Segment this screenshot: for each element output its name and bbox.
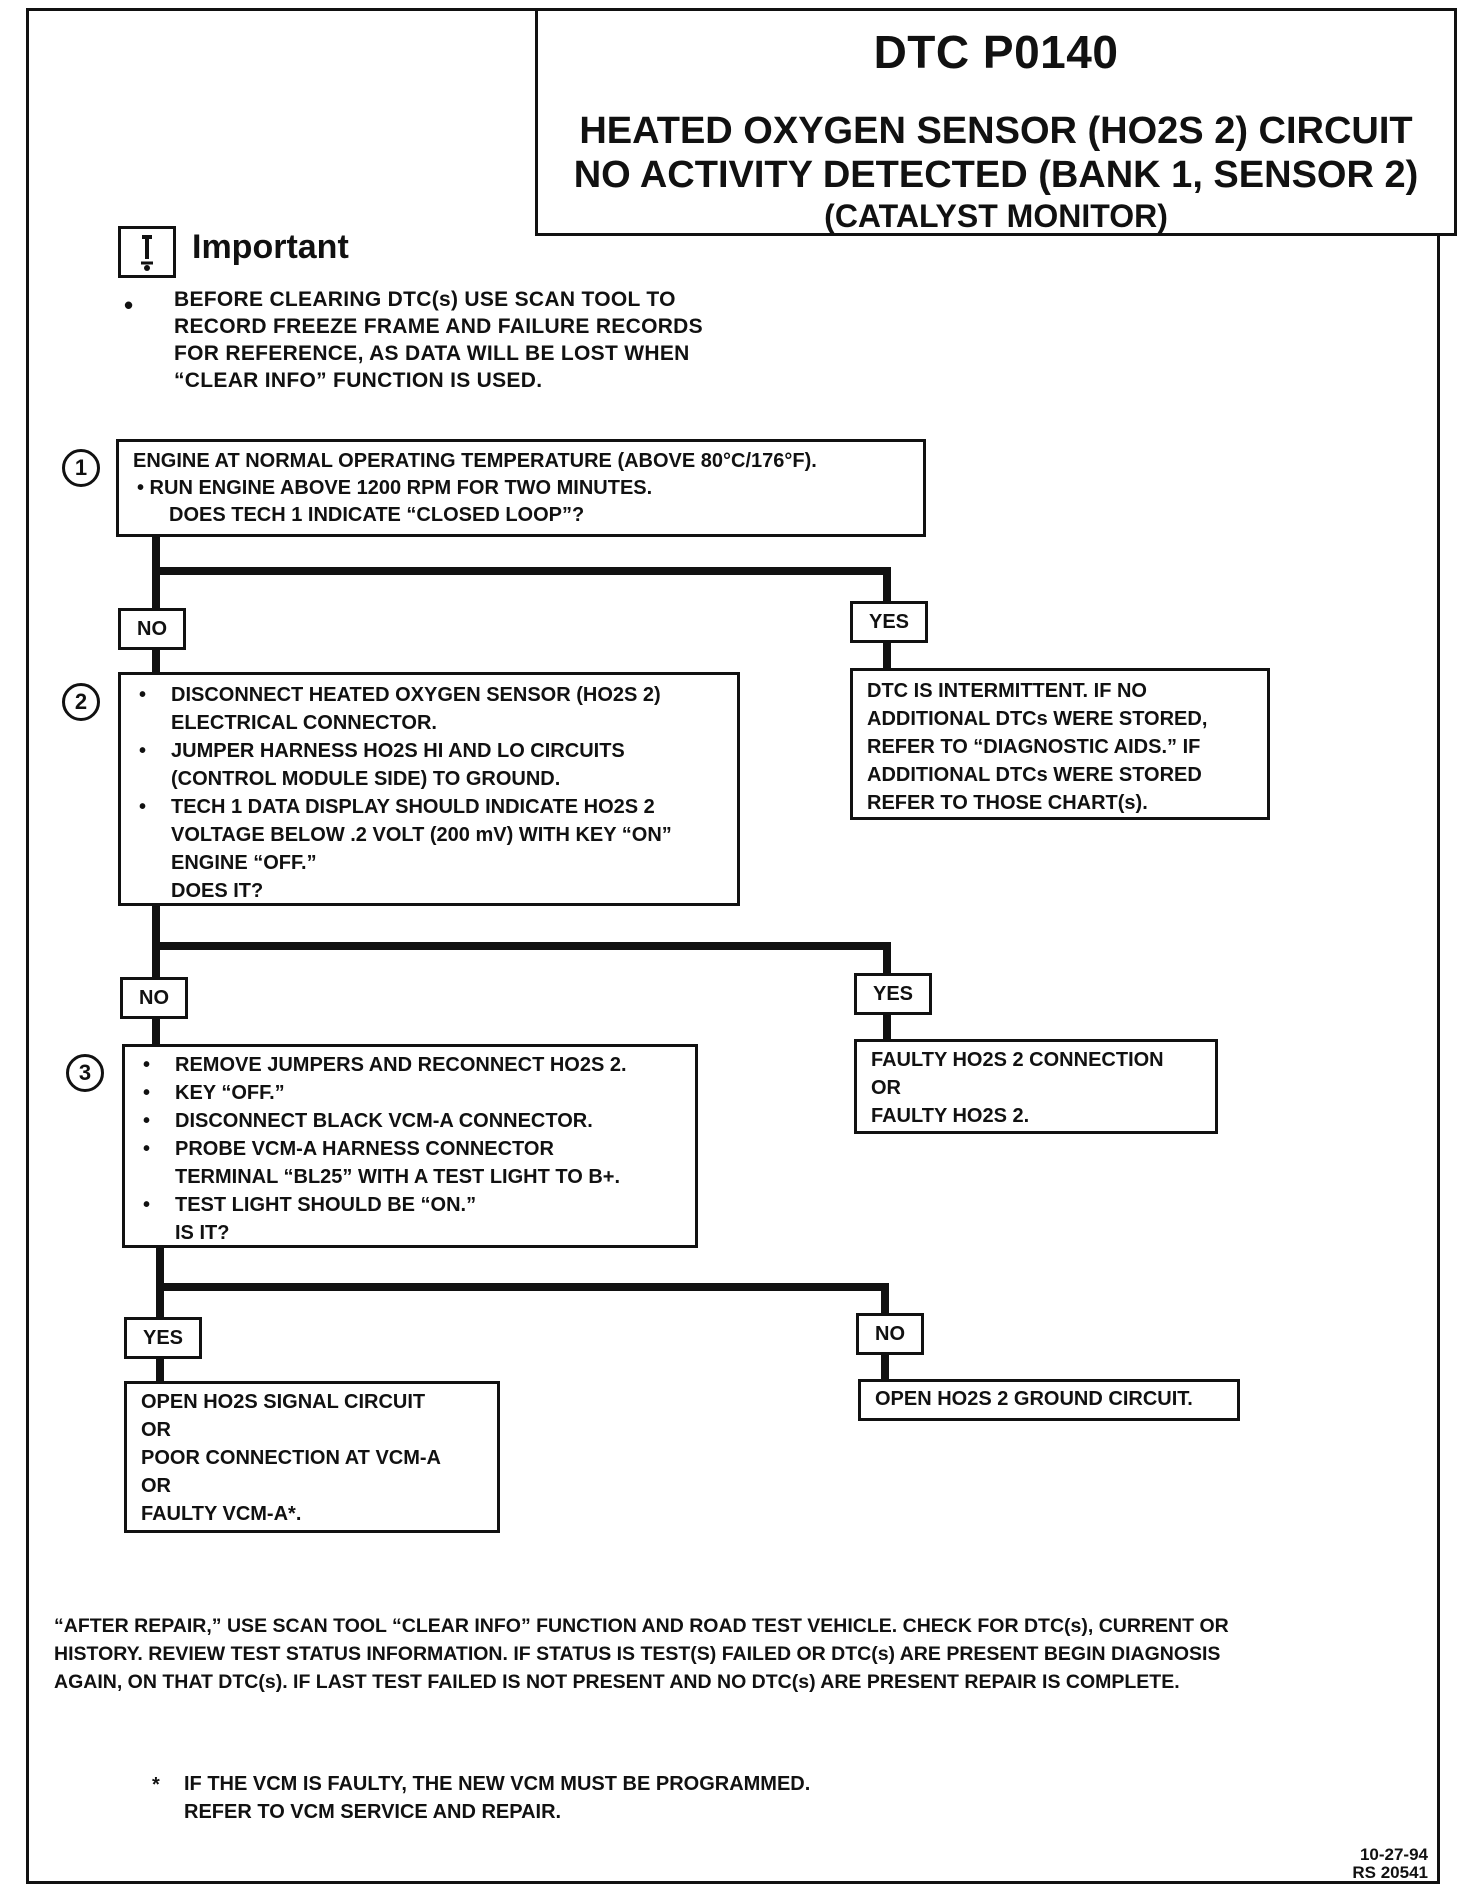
result-line: OR xyxy=(871,1077,901,1099)
footer-line: HISTORY. REVIEW TEST STATUS INFORMATION.… xyxy=(54,1643,1221,1665)
result-line: REFER TO “DIAGNOSTIC AIDS.” IF xyxy=(867,736,1201,758)
item-line: DISCONNECT BLACK VCM-A CONNECTOR. xyxy=(175,1110,593,1132)
important-bullet: • xyxy=(124,290,134,320)
step-1-yes-result: DTC IS INTERMITTENT. IF NO ADDITIONAL DT… xyxy=(850,668,1270,820)
result-line: DTC IS INTERMITTENT. IF NO xyxy=(867,680,1147,702)
step-3-box: • REMOVE JUMPERS AND RECONNECT HO2S 2. •… xyxy=(122,1044,698,1248)
item-line: KEY “OFF.” xyxy=(175,1082,285,1104)
step-3-item: • REMOVE JUMPERS AND RECONNECT HO2S 2. xyxy=(139,1051,681,1079)
result-line: REFER TO THOSE CHART(s). xyxy=(867,792,1148,814)
result-line: OPEN HO2S SIGNAL CIRCUIT xyxy=(141,1391,426,1413)
document-code: 10-27-94 RS 20541 xyxy=(1352,1846,1428,1882)
step-3-item: • TEST LIGHT SHOULD BE “ON.” xyxy=(139,1191,681,1219)
result-line: OR xyxy=(141,1419,171,1441)
bullet: • xyxy=(139,740,147,762)
footer-line: “AFTER REPAIR,” USE SCAN TOOL “CLEAR INF… xyxy=(54,1615,1229,1637)
item-line: ELECTRICAL CONNECTOR. xyxy=(171,712,437,734)
item-line: REMOVE JUMPERS AND RECONNECT HO2S 2. xyxy=(175,1054,627,1076)
document-ref: RS 20541 xyxy=(1352,1863,1428,1882)
important-text: BEFORE CLEARING DTC(s) USE SCAN TOOL TO … xyxy=(174,286,754,394)
step-3-question: IS IT? xyxy=(175,1222,230,1244)
step-2-no-label: NO xyxy=(120,977,188,1019)
result-line: FAULTY HO2S 2. xyxy=(871,1105,1030,1127)
step-3-no-result: OPEN HO2S 2 GROUND CIRCUIT. xyxy=(858,1379,1240,1421)
dtc-code: DTC P0140 xyxy=(873,26,1119,78)
step-1-line: DOES TECH 1 INDICATE “CLOSED LOOP”? xyxy=(169,504,585,526)
important-line: “CLEAR INFO” FUNCTION IS USED. xyxy=(174,369,543,392)
footnote-line: IF THE VCM IS FAULTY, THE NEW VCM MUST B… xyxy=(184,1773,811,1795)
item-line: DISCONNECT HEATED OXYGEN SENSOR (HO2S 2) xyxy=(171,684,661,706)
step-2-yes-label: YES xyxy=(854,973,932,1015)
step-3-item: • PROBE VCM-A HARNESS CONNECTOR TERMINAL… xyxy=(139,1135,681,1191)
step-1-box: ENGINE AT NORMAL OPERATING TEMPERATURE (… xyxy=(116,439,926,537)
item-line: VOLTAGE BELOW .2 VOLT (200 mV) WITH KEY … xyxy=(171,824,672,846)
step-1-marker: 1 xyxy=(62,449,100,487)
item-line: (CONTROL MODULE SIDE) TO GROUND. xyxy=(171,768,561,790)
item-line: ENGINE “OFF.” xyxy=(171,852,317,874)
important-heading: Important xyxy=(192,228,349,266)
important-info-icon xyxy=(118,226,176,278)
title-line-2: NO ACTIVITY DETECTED (BANK 1, SENSOR 2) xyxy=(573,154,1419,196)
bullet: • xyxy=(139,796,147,818)
step-2-yes-result: FAULTY HO2S 2 CONNECTION OR FAULTY HO2S … xyxy=(854,1039,1218,1134)
bullet: • xyxy=(143,1082,151,1104)
result-line: OR xyxy=(141,1475,171,1497)
item-line: TECH 1 DATA DISPLAY SHOULD INDICATE HO2S… xyxy=(171,796,655,818)
bullet: • xyxy=(143,1054,151,1076)
important-line: RECORD FREEZE FRAME AND FAILURE RECORDS xyxy=(174,315,703,338)
footnote-line: REFER TO VCM SERVICE AND REPAIR. xyxy=(184,1801,562,1823)
step-3-no-label: NO xyxy=(856,1313,924,1355)
step-3-marker: 3 xyxy=(66,1054,104,1092)
step-2-item: • DISCONNECT HEATED OXYGEN SENSOR (HO2S … xyxy=(135,681,723,737)
result-line: ADDITIONAL DTCs WERE STORED xyxy=(867,764,1202,786)
result-line: OPEN HO2S 2 GROUND CIRCUIT. xyxy=(875,1388,1193,1410)
step-3-item: • DISCONNECT BLACK VCM-A CONNECTOR. xyxy=(139,1107,681,1135)
footnote-marker: * xyxy=(152,1774,160,1796)
bullet: • xyxy=(139,684,147,706)
footer-line: AGAIN, ON THAT DTC(s). IF LAST TEST FAIL… xyxy=(54,1671,1180,1693)
result-line: FAULTY VCM-A*. xyxy=(141,1503,302,1525)
step-2-item: • TECH 1 DATA DISPLAY SHOULD INDICATE HO… xyxy=(135,793,723,877)
bullet: • xyxy=(143,1138,151,1160)
step-1-yes-label: YES xyxy=(850,601,928,643)
step-3-item: • KEY “OFF.” xyxy=(139,1079,681,1107)
important-line: FOR REFERENCE, AS DATA WILL BE LOST WHEN xyxy=(174,342,690,365)
step-2-question: DOES IT? xyxy=(171,880,264,902)
important-line: BEFORE CLEARING DTC(s) USE SCAN TOOL TO xyxy=(174,288,676,311)
title-box: DTC P0140 HEATED OXYGEN SENSOR (HO2S 2) … xyxy=(535,8,1457,236)
subtitle: (CATALYST MONITOR) xyxy=(824,198,1168,234)
result-line: ADDITIONAL DTCs WERE STORED, xyxy=(867,708,1208,730)
step-3-yes-label: YES xyxy=(124,1317,202,1359)
bullet: • xyxy=(143,1110,151,1132)
item-line: TERMINAL “BL25” WITH A TEST LIGHT TO B+. xyxy=(175,1166,621,1188)
result-line: FAULTY HO2S 2 CONNECTION xyxy=(871,1049,1164,1071)
step-1-line: • RUN ENGINE ABOVE 1200 RPM FOR TWO MINU… xyxy=(137,477,653,499)
step-2-item: • JUMPER HARNESS HO2S HI AND LO CIRCUITS… xyxy=(135,737,723,793)
title-line-1: HEATED OXYGEN SENSOR (HO2S 2) CIRCUIT xyxy=(579,110,1413,152)
item-line: JUMPER HARNESS HO2S HI AND LO CIRCUITS xyxy=(171,740,625,762)
item-line: PROBE VCM-A HARNESS CONNECTOR xyxy=(175,1138,554,1160)
bullet: • xyxy=(143,1194,151,1216)
result-line: POOR CONNECTION AT VCM-A xyxy=(141,1447,441,1469)
step-3-yes-result: OPEN HO2S SIGNAL CIRCUIT OR POOR CONNECT… xyxy=(124,1381,500,1533)
step-1-line: ENGINE AT NORMAL OPERATING TEMPERATURE (… xyxy=(133,450,817,472)
footnote-text: IF THE VCM IS FAULTY, THE NEW VCM MUST B… xyxy=(184,1770,810,1826)
step-2-box: • DISCONNECT HEATED OXYGEN SENSOR (HO2S … xyxy=(118,672,740,906)
after-repair-note: “AFTER REPAIR,” USE SCAN TOOL “CLEAR INF… xyxy=(54,1612,1424,1696)
item-line: TEST LIGHT SHOULD BE “ON.” xyxy=(175,1194,477,1216)
step-1-no-label: NO xyxy=(118,608,186,650)
step-2-marker: 2 xyxy=(62,683,100,721)
document-date: 10-27-94 xyxy=(1359,1845,1428,1864)
